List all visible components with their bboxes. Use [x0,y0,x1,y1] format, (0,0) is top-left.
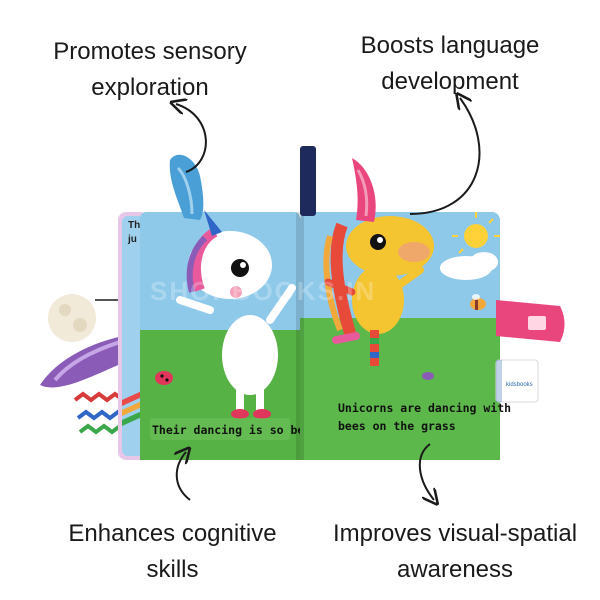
callout-cognitive: Enhances cognitive skills [40,516,305,588]
arrow-language [409,98,481,215]
callout-sensory-line2: exploration [91,74,209,101]
purple-sparkle-tail-highlight [53,340,121,382]
callout-visual-spatial-line1: Improves visual-spatial [332,520,578,547]
callout-language-line1: Boosts language [360,32,540,59]
callout-language: Boosts language development [330,28,570,100]
watermark-text: SHOPBOOKS.IN [150,276,376,306]
right-page-caption-line2: bees on the grass [338,419,456,433]
callout-visual-spatial: Improves visual-spatial awareness [310,516,600,588]
arrow-sensory [176,104,207,173]
book-spine [296,212,304,460]
callout-visual-spatial-line2: awareness [396,556,514,583]
callout-sensory-line1: Promotes sensory [53,38,247,65]
callout-cognitive-line2: skills [146,556,199,583]
arrow-cognitive [177,452,190,501]
callout-cognitive-line1: Enhances cognitive [68,520,277,547]
arrow-visual-spatial [418,443,434,500]
edge-text-2: ju [127,234,137,245]
callout-sensory: Promotes sensory exploration [20,34,280,106]
right-page: Unicorns are dancing with bees on the gr… [300,212,511,460]
brand-label-text: kidsbooks [506,382,533,388]
right-page-caption-line1: Unicorns are dancing with [338,401,511,415]
callout-language-line2: development [381,68,519,95]
edge-text-1: Th [128,220,140,231]
brand-label-tag [495,359,539,403]
ric-rac-ribbon-green [78,423,122,435]
navy-ribbon-tab [300,146,316,216]
